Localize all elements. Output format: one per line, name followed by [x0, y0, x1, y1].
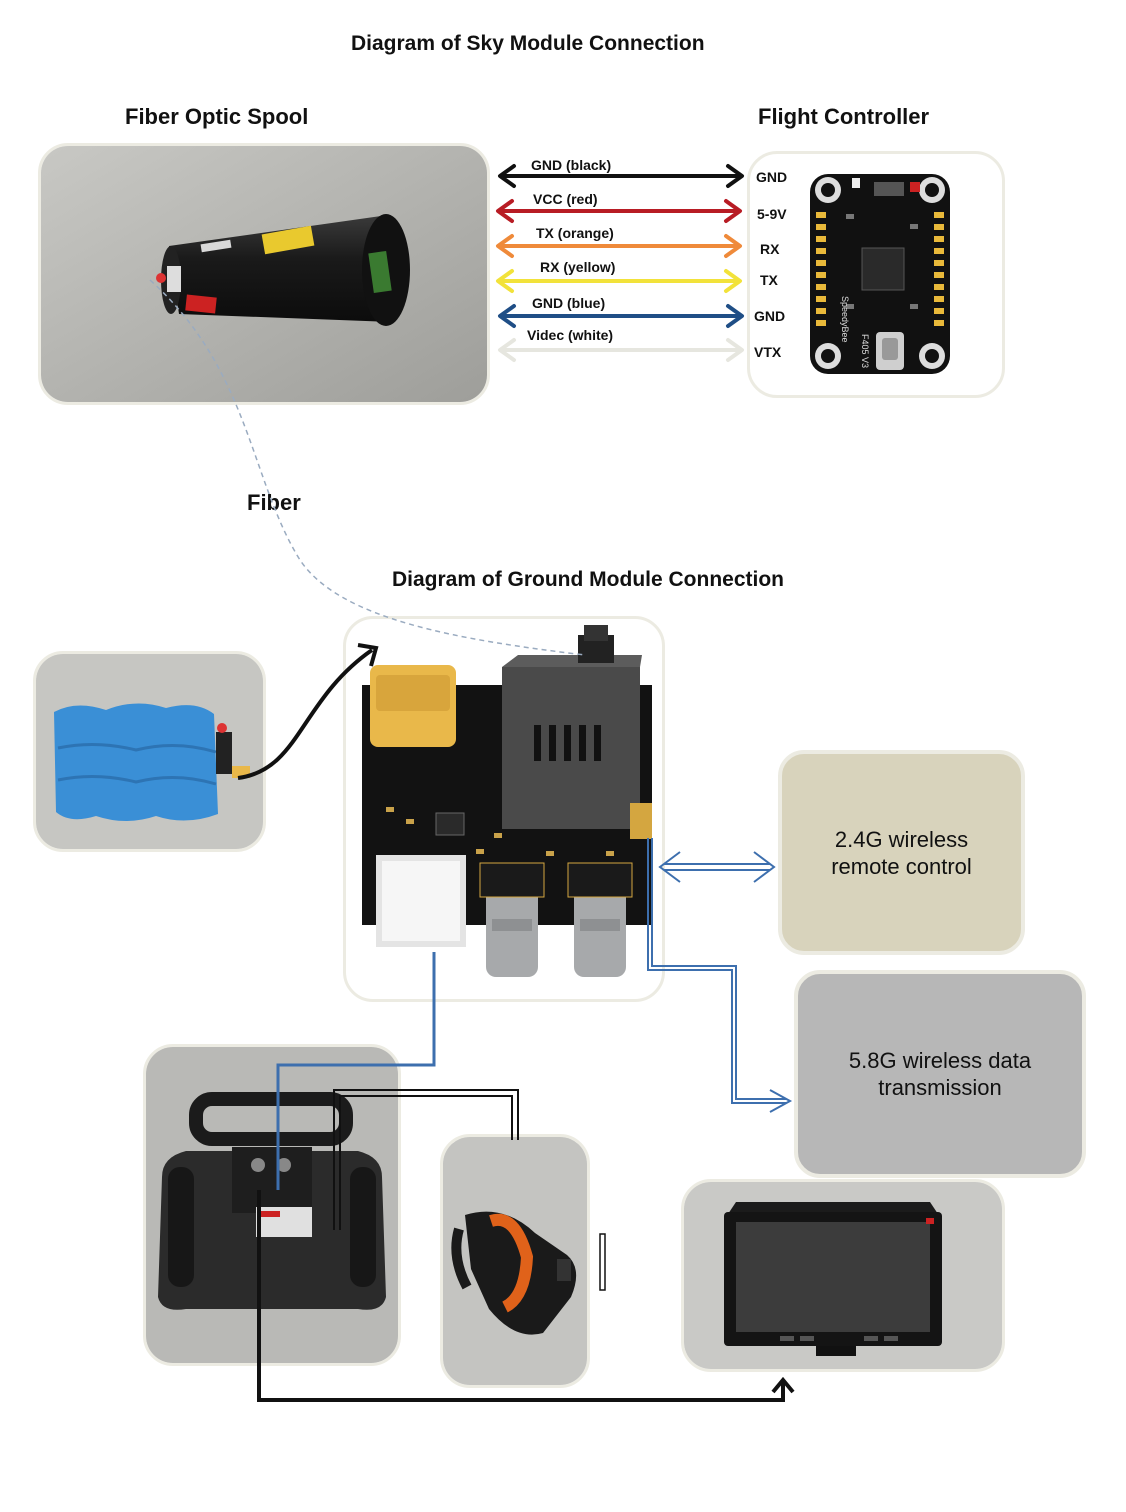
pin-tx: TX: [760, 272, 778, 288]
remote-link-arrow: [658, 851, 776, 883]
wire-label-gnd-blue: GND (blue): [532, 295, 606, 311]
wire-arrow-vcc-red: [496, 199, 742, 223]
data-link-arrow: [647, 838, 793, 1113]
goggles-link-line: [333, 1089, 519, 1230]
ground-module-board: [362, 625, 652, 977]
pin-5-9v: 5-9V: [757, 206, 787, 222]
fiber-label: Fiber: [247, 490, 301, 515]
battery-power-line: [237, 648, 374, 780]
remote-controller-photo: [146, 1047, 398, 1363]
pin-gnd-1: GND: [756, 169, 788, 185]
data-transmission-text: 5.8G wireless data transmission: [848, 1048, 1032, 1100]
battery-photo-frame: [33, 651, 266, 852]
ethernet-line: [276, 952, 436, 1190]
ground-module-frame: [343, 616, 665, 1002]
battery-photo: [36, 654, 263, 849]
remote-control-text: 2.4G wireless remote control: [831, 826, 972, 879]
pin-rx: RX: [760, 241, 780, 257]
battery-power-arrowhead: [357, 643, 379, 667]
data-transmission-box: 5.8G wireless data transmission: [794, 970, 1086, 1178]
monitor-photo-frame: [681, 1179, 1005, 1372]
controller-heading: Flight Controller: [758, 104, 930, 129]
flight-controller-frame: SpeedyBee F405 V3: [747, 151, 1005, 398]
wire-label-gnd-black: GND (black): [531, 157, 612, 173]
remote-control-box: 2.4G wireless remote control: [778, 750, 1025, 955]
spool-photo-frame: [38, 143, 490, 405]
flight-controller-board: SpeedyBee F405 V3: [810, 174, 950, 374]
monitor-photo: [684, 1182, 1002, 1369]
fpv-goggles-photo: [443, 1137, 587, 1385]
wire-label-tx-orange: TX (orange): [536, 225, 614, 241]
wire-label-vcc-red: VCC (red): [533, 191, 598, 207]
sky-diagram-title: Diagram of Sky Module Connection: [351, 32, 705, 55]
goggles-cable-marker: [599, 1233, 606, 1291]
pin-gnd-2: GND: [754, 308, 786, 324]
remote-photo-frame: [143, 1044, 401, 1366]
goggles-photo-frame: [440, 1134, 590, 1388]
board-silk-model: F405 V3: [860, 334, 870, 368]
spool-photo: [41, 146, 487, 402]
monitor-video-arrowhead: [771, 1376, 795, 1394]
monitor-video-line: [257, 1190, 785, 1402]
spool-heading: Fiber Optic Spool: [125, 104, 309, 129]
pin-vtx: VTX: [754, 344, 782, 360]
wire-arrow-gnd-blue: [498, 304, 744, 328]
wire-arrow-rx-yellow: [496, 269, 742, 293]
fiber-line: [149, 279, 586, 656]
board-silk-brand: SpeedyBee: [840, 296, 850, 343]
wire-arrow-video-white: [498, 338, 744, 362]
ground-diagram-title: Diagram of Ground Module Connection: [392, 568, 784, 591]
wire-label-video-white: Videc (white): [527, 327, 614, 343]
wire-label-rx-yellow: RX (yellow): [540, 259, 616, 275]
wire-arrow-gnd-black: [498, 164, 744, 188]
wire-arrow-tx-orange: [496, 234, 742, 258]
